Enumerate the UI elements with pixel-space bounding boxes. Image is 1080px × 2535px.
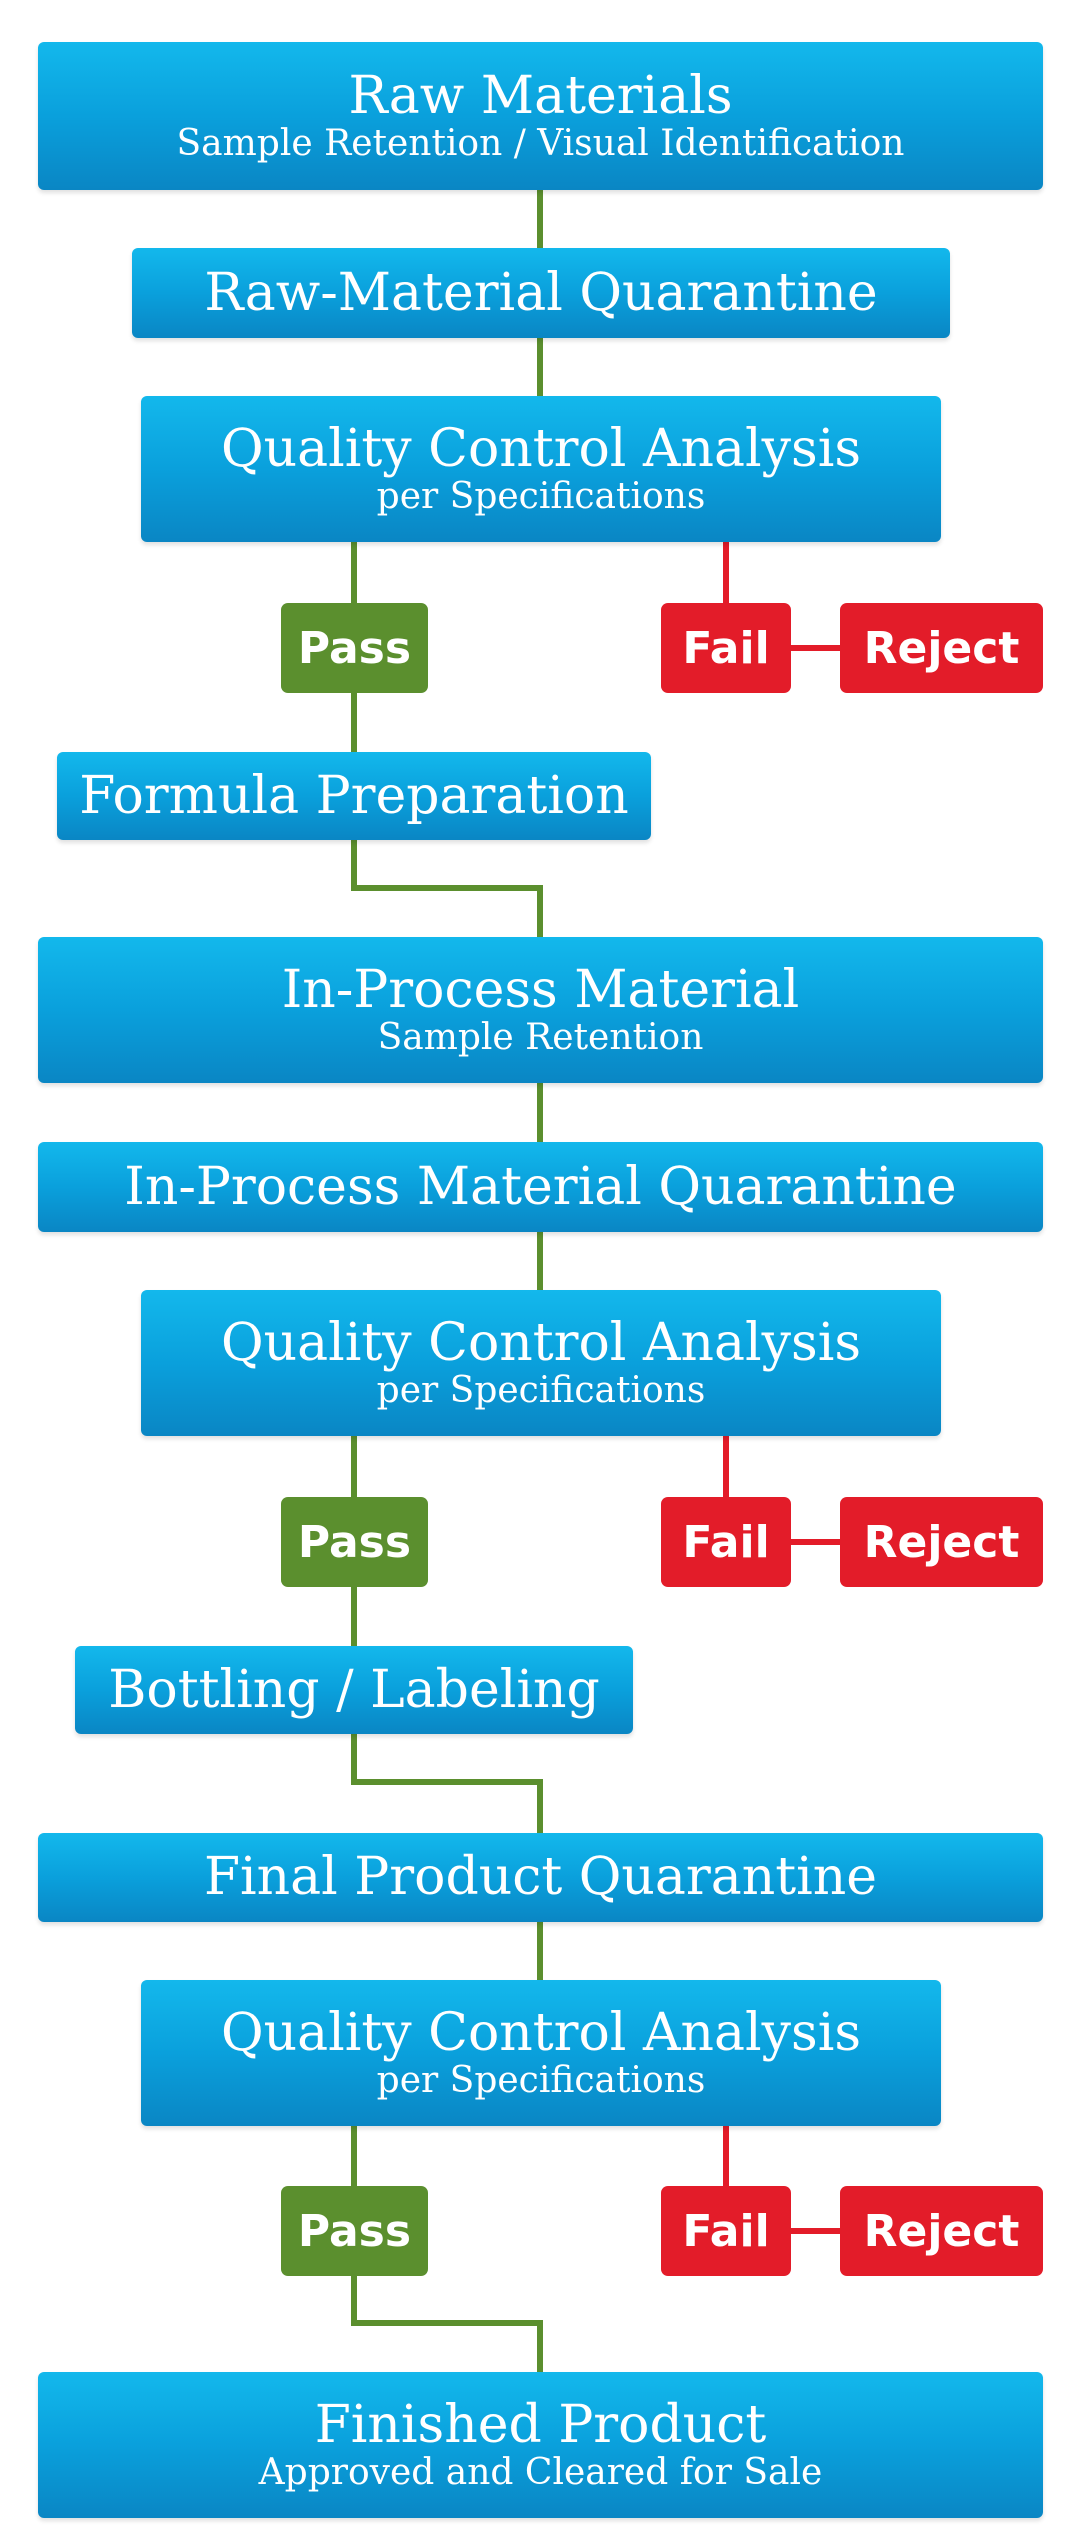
fail-label: Fail xyxy=(682,2205,770,2257)
step-subtitle: per Specifications xyxy=(376,2059,706,2101)
step-subtitle: Approved and Cleared for Sale xyxy=(258,2451,823,2493)
step-qc-analysis-3: Quality Control Analysis per Specificati… xyxy=(141,1980,941,2126)
reject-label: Reject xyxy=(863,2205,1020,2257)
connector-bottling-to-finalquarantine xyxy=(351,1734,543,1833)
step-title: Quality Control Analysis xyxy=(220,1312,862,1373)
pass-label: Pass xyxy=(297,2205,412,2257)
fail-label: Fail xyxy=(682,622,770,674)
reject-label: Reject xyxy=(863,622,1020,674)
reject-badge-1: Reject xyxy=(840,603,1043,693)
pass-badge-2: Pass xyxy=(281,1497,428,1587)
fail-label: Fail xyxy=(682,1516,770,1568)
step-title: Bottling / Labeling xyxy=(108,1659,600,1720)
reject-label: Reject xyxy=(863,1516,1020,1568)
step-subtitle: per Specifications xyxy=(376,475,706,517)
step-raw-material-quarantine: Raw-Material Quarantine xyxy=(132,248,950,338)
step-title: Final Product Quarantine xyxy=(203,1847,878,1908)
connector-formula-to-inprocess xyxy=(351,840,543,937)
step-title: Finished Product xyxy=(314,2394,767,2455)
pass-badge-1: Pass xyxy=(281,603,428,693)
step-title: In-Process Material xyxy=(281,959,800,1020)
step-in-process-quarantine: In-Process Material Quarantine xyxy=(38,1142,1043,1232)
step-bottling-labeling: Bottling / Labeling xyxy=(75,1646,633,1734)
step-title: In-Process Material Quarantine xyxy=(124,1156,957,1217)
step-subtitle: Sample Retention xyxy=(377,1016,704,1058)
step-title: Quality Control Analysis xyxy=(220,2002,862,2063)
step-title: Quality Control Analysis xyxy=(220,418,862,479)
fail-badge-2: Fail xyxy=(661,1497,791,1587)
fail-badge-3: Fail xyxy=(661,2186,791,2276)
reject-badge-2: Reject xyxy=(840,1497,1043,1587)
connector-pass3-to-finished xyxy=(351,2276,543,2372)
step-finished-product: Finished Product Approved and Cleared fo… xyxy=(38,2372,1043,2518)
pass-badge-3: Pass xyxy=(281,2186,428,2276)
step-final-product-quarantine: Final Product Quarantine xyxy=(38,1833,1043,1922)
step-qc-analysis-1: Quality Control Analysis per Specificati… xyxy=(141,396,941,542)
step-title: Raw-Material Quarantine xyxy=(204,262,878,323)
step-title: Raw Materials xyxy=(348,65,733,126)
step-subtitle: per Specifications xyxy=(376,1369,706,1411)
step-formula-preparation: Formula Preparation xyxy=(57,752,651,840)
step-subtitle: Sample Retention / Visual Identification xyxy=(176,122,905,164)
pass-label: Pass xyxy=(297,622,412,674)
step-title: Formula Preparation xyxy=(79,765,629,826)
step-raw-materials: Raw Materials Sample Retention / Visual … xyxy=(38,42,1043,190)
reject-badge-3: Reject xyxy=(840,2186,1043,2276)
step-in-process-material: In-Process Material Sample Retention xyxy=(38,937,1043,1083)
pass-label: Pass xyxy=(297,1516,412,1568)
step-qc-analysis-2: Quality Control Analysis per Specificati… xyxy=(141,1290,941,1436)
fail-badge-1: Fail xyxy=(661,603,791,693)
